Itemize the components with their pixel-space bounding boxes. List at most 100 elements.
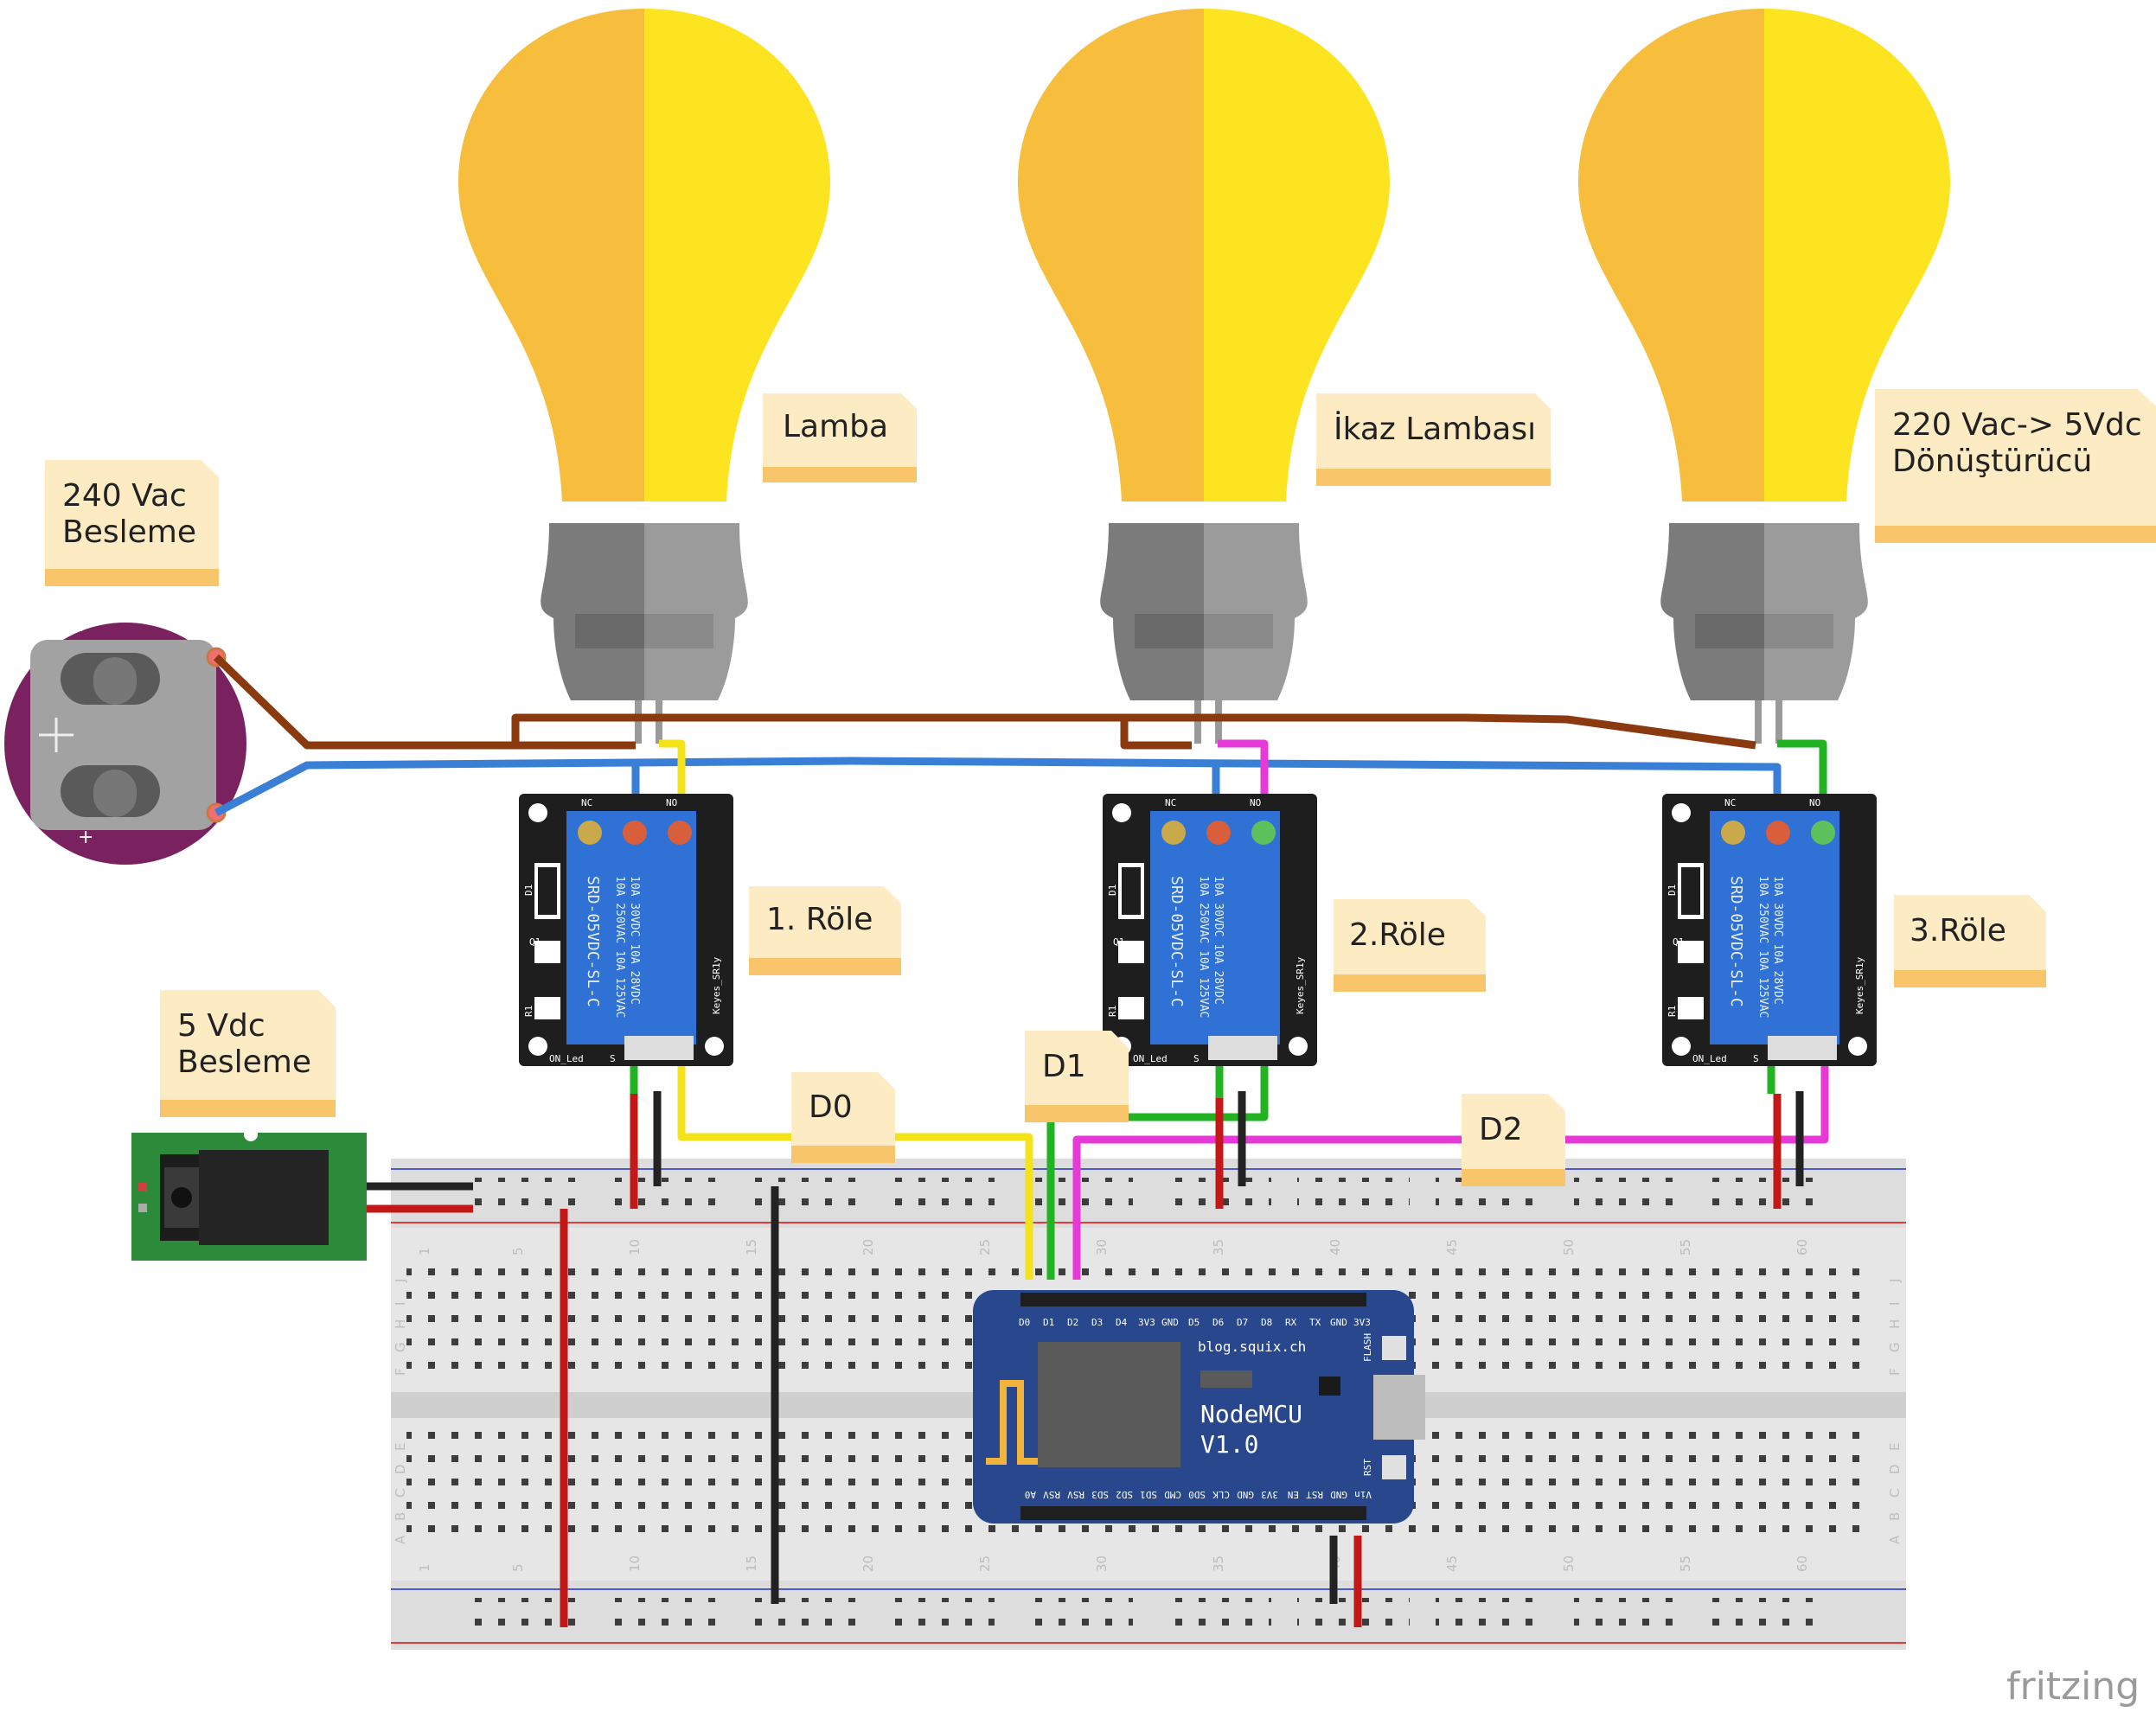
relay-rating-1: 10A 250VAC 10A 125VAC: [1197, 876, 1210, 1018]
row-letter: D: [1887, 1464, 1903, 1474]
relay-d1-label: D1: [1667, 885, 1678, 896]
bulb-converter: [1578, 9, 1950, 744]
row-letter: J: [1887, 1279, 1903, 1283]
pin-label: CLK: [1212, 1489, 1230, 1500]
relay-no-label: NO: [1809, 797, 1820, 808]
col-num: 30: [1094, 1555, 1110, 1572]
col-num: 5: [510, 1247, 526, 1255]
col-num: 45: [1444, 1555, 1460, 1572]
relay-s-label: S: [1753, 1053, 1759, 1064]
battery-plus: +: [74, 615, 89, 636]
note-relay3: 3.Röle: [1894, 895, 2046, 987]
row-letter: G: [393, 1342, 408, 1352]
note-lamba: Lamba: [763, 393, 917, 482]
relay-on-led-label: ON_Led: [549, 1053, 584, 1064]
note-relay2-text: 2.Röle: [1349, 917, 1446, 953]
col-num: 40: [1328, 1239, 1343, 1255]
row-letter: C: [393, 1489, 408, 1498]
nodemcu-title-line1: NodeMCU: [1200, 1400, 1302, 1428]
fritzing-logo: fritzing: [2006, 1664, 2140, 1709]
relay-3: NC NO SRD-05VDC-SL-C 10A 250VAC 10A 125V…: [1662, 794, 1877, 1066]
note-dc-supply: 5 Vdc Besleme: [160, 990, 336, 1117]
pin-label: D4: [1116, 1317, 1128, 1328]
pin-label: D1: [1043, 1317, 1054, 1328]
note-ac-line2: Besleme: [62, 514, 196, 550]
note-d1-text: D1: [1042, 1049, 1086, 1084]
pin-label: A0: [1025, 1489, 1036, 1500]
pin-label: D6: [1212, 1317, 1224, 1328]
note-relay2: 2.Röle: [1334, 899, 1486, 992]
note-dc-line2: Besleme: [177, 1044, 311, 1080]
col-num: 55: [1678, 1239, 1693, 1255]
note-lamba-text: Lamba: [783, 409, 888, 444]
col-num: 15: [744, 1239, 759, 1255]
note-d0: D0: [791, 1072, 895, 1163]
row-letter: E: [1887, 1443, 1903, 1451]
note-d2-text: D2: [1479, 1112, 1523, 1147]
bulb-lamba: [458, 9, 830, 744]
note-ikaz-lambasi: İkaz Lambası: [1316, 393, 1551, 486]
note-relay3-text: 3.Röle: [1910, 913, 2006, 949]
relay-model: SRD-05VDC-SL-C: [584, 876, 602, 1007]
relay-model: SRD-05VDC-SL-C: [1727, 876, 1745, 1007]
nodemcu-rst-label: RST: [1362, 1459, 1373, 1476]
col-num: 55: [1678, 1555, 1693, 1572]
col-num: 60: [1795, 1239, 1810, 1255]
relay-2: NC NO SRD-05VDC-SL-C 10A 250VAC 10A 125V…: [1103, 794, 1317, 1066]
col-num: 20: [860, 1555, 876, 1572]
ac-blue-wire: [214, 757, 1782, 826]
relay-q1-label: Q1: [1673, 936, 1684, 948]
col-num: 35: [1211, 1239, 1226, 1255]
note-relay1-text: 1. Röle: [766, 902, 873, 937]
pin-label: TX: [1309, 1317, 1321, 1328]
row-letter: F: [393, 1368, 408, 1376]
nodemcu-flash-label: FLASH: [1362, 1333, 1373, 1362]
row-letter: A: [393, 1535, 408, 1544]
note-d2: D2: [1462, 1094, 1565, 1186]
row-letter: E: [393, 1443, 408, 1451]
pin-label: GND: [1237, 1489, 1254, 1500]
pin-label: GND: [1330, 1317, 1347, 1328]
pin-label: D0: [1019, 1317, 1030, 1328]
relay-s-label: S: [610, 1053, 616, 1064]
relay-nc-label: NC: [581, 797, 592, 808]
relay-s-label: S: [1193, 1053, 1200, 1064]
nodemcu-bottom-pin-labels: A0 RSV RSV SD3 SD2 SD1 CMD SD0 CLK GND 3…: [1025, 1489, 1372, 1500]
col-num: 25: [977, 1555, 993, 1572]
relay-on-led-label: ON_Led: [1133, 1053, 1168, 1064]
ac-supply-holder: + - +: [4, 615, 246, 865]
nodemcu-board: NodeMCU V1.0 blog.squix.ch FLASH RST D0 …: [973, 1290, 1425, 1524]
note-ikaz-text: İkaz Lambası: [1334, 411, 1536, 447]
relay-1: NC NO SRD-05VDC-SL-C 10A 250VAC 10A 125V…: [519, 794, 733, 1066]
relay-model: SRD-05VDC-SL-C: [1168, 876, 1186, 1007]
pin-label: D7: [1237, 1317, 1248, 1328]
col-num: 1: [417, 1247, 432, 1255]
relay-rating-2: 10A 30VDC 10A 28VDC: [1771, 876, 1784, 1005]
ac-brown-wire: [213, 654, 1756, 750]
col-num: 5: [510, 1563, 526, 1572]
col-num: 1: [417, 1563, 432, 1572]
row-letter: J: [393, 1279, 408, 1283]
pin-label: RSV: [1043, 1489, 1060, 1500]
relay-r1-label: R1: [1107, 1006, 1118, 1017]
pin-label: RST: [1306, 1489, 1323, 1500]
row-letter: D: [393, 1464, 408, 1474]
relay-q1-label: Q1: [1113, 936, 1124, 948]
relay-q1-label: Q1: [529, 936, 541, 948]
relay-rating-1: 10A 250VAC 10A 125VAC: [1756, 876, 1769, 1018]
pin-label: SD3: [1091, 1489, 1109, 1500]
row-letter: B: [393, 1512, 408, 1521]
relay-power-red-wires: [367, 1094, 1782, 1627]
row-letter: A: [1887, 1535, 1903, 1544]
row-letter: F: [1887, 1368, 1903, 1376]
pin-label: RX: [1285, 1317, 1297, 1328]
col-num: 25: [977, 1239, 993, 1255]
row-letter: C: [1887, 1489, 1903, 1498]
col-num: 50: [1561, 1239, 1577, 1255]
pin-label: D2: [1067, 1317, 1078, 1328]
pin-label: D8: [1261, 1317, 1272, 1328]
relay-rating-2: 10A 30VDC 10A 28VDC: [1212, 876, 1225, 1005]
power-rail-holes: [467, 1178, 1825, 1639]
row-letters: J I H G F E D C B A J I H G F E D C B A: [393, 1279, 1903, 1544]
